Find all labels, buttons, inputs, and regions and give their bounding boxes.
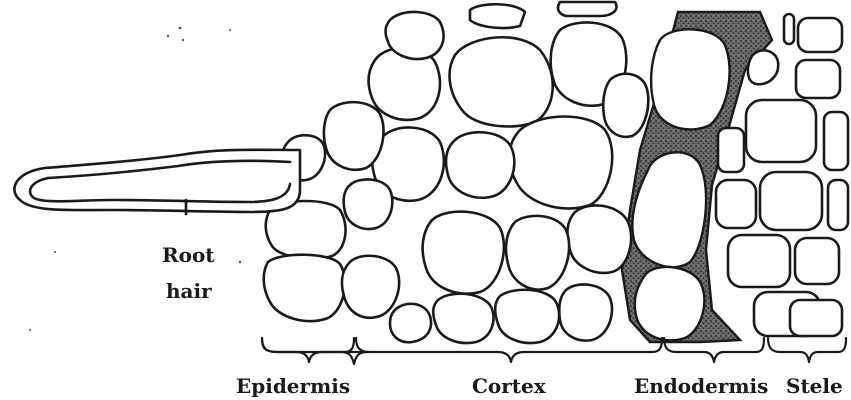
epidermis-brace-line: [262, 338, 354, 362]
cortex-label: Cortex: [472, 374, 547, 398]
root-hair-label-line2: hair: [166, 279, 212, 303]
root-hair-label-line1: Root: [162, 243, 215, 267]
stele-brace: [768, 338, 846, 362]
endodermis-label: Endodermis: [634, 374, 768, 398]
stele-label: Stele: [786, 374, 843, 398]
epidermis-label: Epidermis: [236, 374, 350, 398]
endodermis-tissue: [622, 12, 778, 342]
